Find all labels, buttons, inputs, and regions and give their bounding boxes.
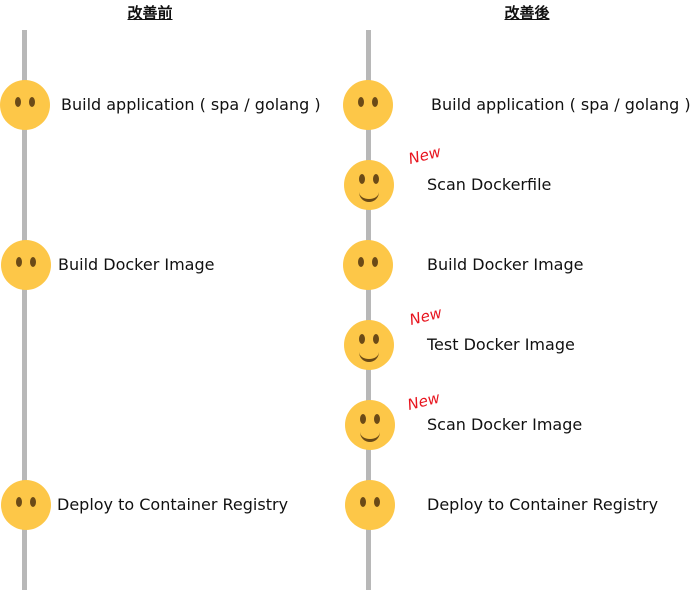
smiling-face-icon [344,160,394,210]
step-label: Scan Dockerfile [427,175,552,194]
eye [374,414,380,424]
neutral-face-icon [0,80,50,130]
neutral-face-icon [345,480,395,530]
neutral-face-icon [1,240,51,290]
eye [360,497,366,507]
eye [360,414,366,424]
new-badge: New [407,303,444,329]
eye [359,334,365,344]
eye [30,497,36,507]
step-label: Build Docker Image [58,255,215,274]
before-timeline [22,30,27,590]
eye [358,97,364,107]
step-label: Scan Docker Image [427,415,583,434]
step-label: Build application ( spa / golang ) [61,95,321,114]
eye [15,97,21,107]
step-label: Build Docker Image [427,255,584,274]
neutral-face-icon [1,480,51,530]
after-column-title: 改善後 [504,4,550,22]
smiling-face-icon [345,400,395,450]
smile-mouth [359,350,379,362]
eye [30,257,36,267]
eye [359,174,365,184]
after-timeline [366,30,371,590]
eye [372,257,378,267]
step-label: Deploy to Container Registry [57,495,289,514]
eye [372,97,378,107]
eye [374,497,380,507]
eye [29,97,35,107]
eye [16,257,22,267]
new-badge: New [406,142,443,168]
before-column-title: 改善前 [127,4,173,22]
new-badge: New [405,388,442,414]
smile-mouth [360,430,380,442]
smiling-face-icon [344,320,394,370]
step-label: Build application ( spa / golang ) [431,95,691,114]
neutral-face-icon [343,240,393,290]
eye [358,257,364,267]
eye [373,334,379,344]
step-label: Deploy to Container Registry [427,495,659,514]
eye [373,174,379,184]
smile-mouth [359,190,379,202]
eye [16,497,22,507]
neutral-face-icon [343,80,393,130]
step-label: Test Docker Image [427,335,575,354]
